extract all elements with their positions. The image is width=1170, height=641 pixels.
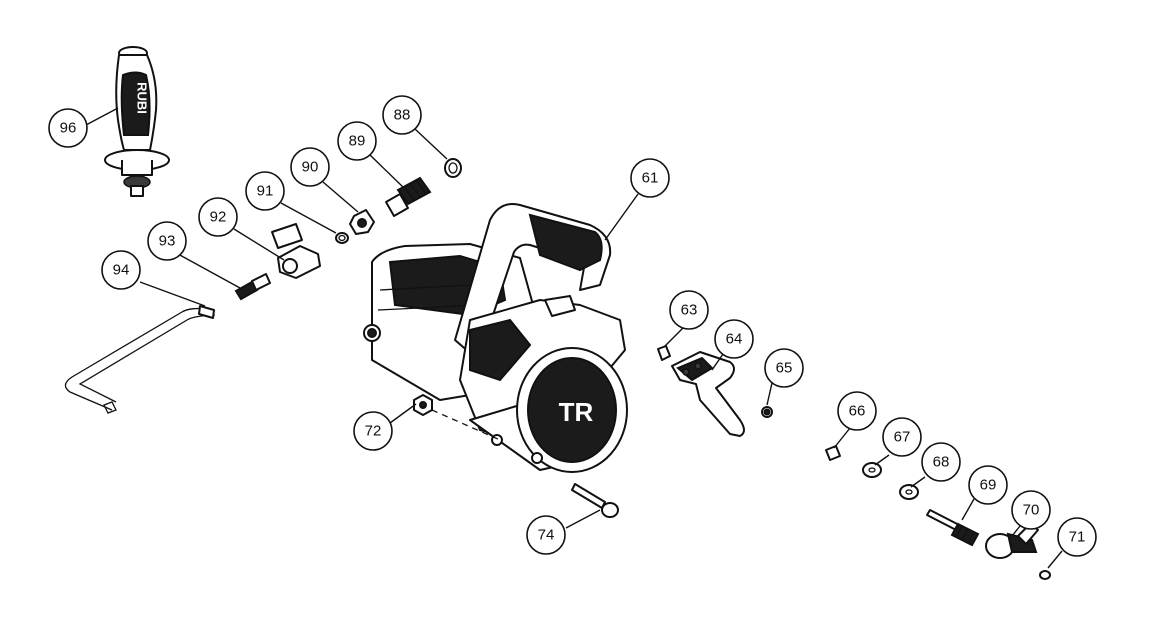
callout-72-label: 72	[365, 423, 382, 440]
assembly-axis-72	[431, 409, 501, 441]
part-63-nut	[657, 345, 671, 361]
callout-93: 93	[147, 221, 187, 261]
part-67-washer	[862, 462, 882, 478]
callout-66: 66	[837, 391, 877, 431]
callout-89-label: 89	[349, 133, 366, 150]
callout-93-label: 93	[159, 233, 176, 250]
callout-68-label: 68	[933, 454, 950, 471]
callout-61-label: 61	[642, 170, 659, 187]
blade-guard-logo: TR	[559, 397, 594, 427]
callout-94: 94	[101, 250, 141, 290]
callout-64-label: 64	[726, 331, 743, 348]
callout-74: 74	[526, 515, 566, 555]
callout-64: 64	[714, 319, 754, 359]
part-71-screw	[1039, 570, 1051, 580]
callout-92: 92	[198, 197, 238, 237]
part-65-screw	[761, 406, 773, 418]
callout-66-label: 66	[849, 403, 866, 420]
part-90-nut	[349, 209, 375, 235]
callout-63: 63	[669, 290, 709, 330]
callout-90-label: 90	[302, 159, 319, 176]
callout-89: 89	[337, 121, 377, 161]
callout-96: 96	[48, 108, 88, 148]
part-64-bracket	[671, 351, 745, 437]
callout-65: 65	[764, 348, 804, 388]
callout-67-label: 67	[894, 429, 911, 446]
callout-63-label: 63	[681, 302, 698, 319]
part-89-threaded-fitting	[385, 176, 432, 217]
part-66-bushing	[825, 445, 841, 461]
part-92-water-valve	[271, 223, 321, 279]
part-72-nut	[413, 394, 433, 416]
part-96-side-handle: RUBI	[104, 46, 170, 197]
callout-91: 91	[245, 171, 285, 211]
part-68-washer	[899, 484, 919, 500]
callout-69-label: 69	[980, 477, 997, 494]
handle-brand-text: RUBI	[135, 82, 150, 114]
leader-lines	[85, 107, 1063, 569]
part-93-hose-connector	[234, 273, 271, 301]
callout-92-label: 92	[210, 209, 227, 226]
callout-70: 70	[1011, 490, 1051, 530]
part-74-bolt	[571, 483, 619, 518]
callout-65-label: 65	[776, 360, 793, 377]
callout-69: 69	[968, 465, 1008, 505]
callout-71: 71	[1057, 517, 1097, 557]
part-61-machine-body: TR	[363, 203, 628, 473]
part-69-threaded-rod	[926, 509, 980, 547]
callout-96-label: 96	[60, 120, 77, 137]
part-94-water-hose	[64, 305, 216, 414]
callout-94-label: 94	[113, 262, 130, 279]
callout-88-label: 88	[394, 107, 411, 124]
callout-74-label: 74	[538, 527, 555, 544]
callout-70-label: 70	[1023, 502, 1040, 519]
callout-88: 88	[382, 95, 422, 135]
callout-61: 61	[630, 158, 670, 198]
callout-91-label: 91	[257, 183, 274, 200]
part-88-washer	[444, 158, 462, 178]
callout-67: 67	[882, 417, 922, 457]
callout-68: 68	[921, 442, 961, 482]
part-91-o-ring	[335, 232, 349, 244]
callout-90: 90	[290, 147, 330, 187]
callout-71-label: 71	[1069, 529, 1086, 546]
callout-72: 72	[353, 411, 393, 451]
